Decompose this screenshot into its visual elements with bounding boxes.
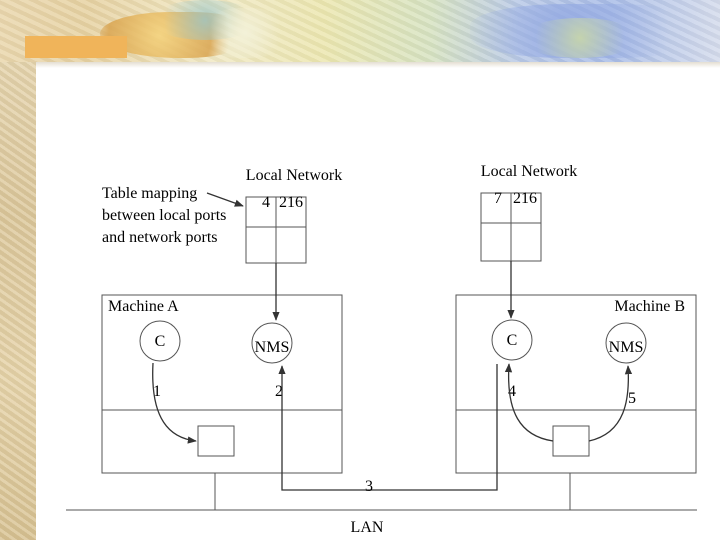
machine-b-interface-to-nms-arrow <box>588 365 633 442</box>
caption-pointer-arrow <box>206 192 244 207</box>
table-caption-line-3: and network ports <box>102 229 218 246</box>
decorative-banner <box>0 0 720 62</box>
banner-leaf-decoration <box>520 18 640 58</box>
machine-b-port-c: 4 <box>508 383 516 400</box>
machine-b-process-nms-label: NMS <box>609 339 644 356</box>
lan-port-label: 3 <box>365 478 373 495</box>
table-b-title: Local Network <box>481 163 577 180</box>
machine-a-c-to-interface-arrow <box>152 362 197 444</box>
table-caption-line-2: between local ports <box>102 207 226 224</box>
machine-b-interface <box>552 425 590 457</box>
machine-a-port-nms: 2 <box>275 383 283 400</box>
machine-a-label: Machine A <box>108 298 179 315</box>
machine-b-process-nms <box>605 322 647 364</box>
table-a-network-port: 216 <box>279 194 303 211</box>
machine-a-process-c <box>139 320 181 362</box>
lan-label: LAN <box>351 519 384 536</box>
table-caption-line-1: Table mapping <box>102 185 197 202</box>
machine-b-process-c <box>491 319 533 361</box>
banner-accent-bar <box>25 36 127 58</box>
machine-a-process-nms <box>251 322 293 364</box>
banner-leaf-decoration <box>200 8 290 58</box>
machine-b-interface-to-c-arrow <box>504 363 554 442</box>
machine-b-process-c-label: C <box>507 332 518 349</box>
machine-b-port-nms: 5 <box>628 390 636 407</box>
table-b-network-port: 216 <box>513 190 537 207</box>
table-a-local-port: 4 <box>262 194 270 211</box>
machine-a-process-c-label: C <box>155 333 166 350</box>
banner-shadow <box>36 62 720 68</box>
machine-a-interface <box>197 425 235 457</box>
paper-texture-strip <box>0 0 36 540</box>
machine-a-port-c: 1 <box>153 383 161 400</box>
table-b-local-port: 7 <box>494 190 502 207</box>
lan-route-to-nms-a-arrow <box>278 364 498 491</box>
machine-a-process-nms-label: NMS <box>255 339 290 356</box>
table-a-title: Local Network <box>246 167 342 184</box>
machine-b-label: Machine B <box>614 298 685 315</box>
